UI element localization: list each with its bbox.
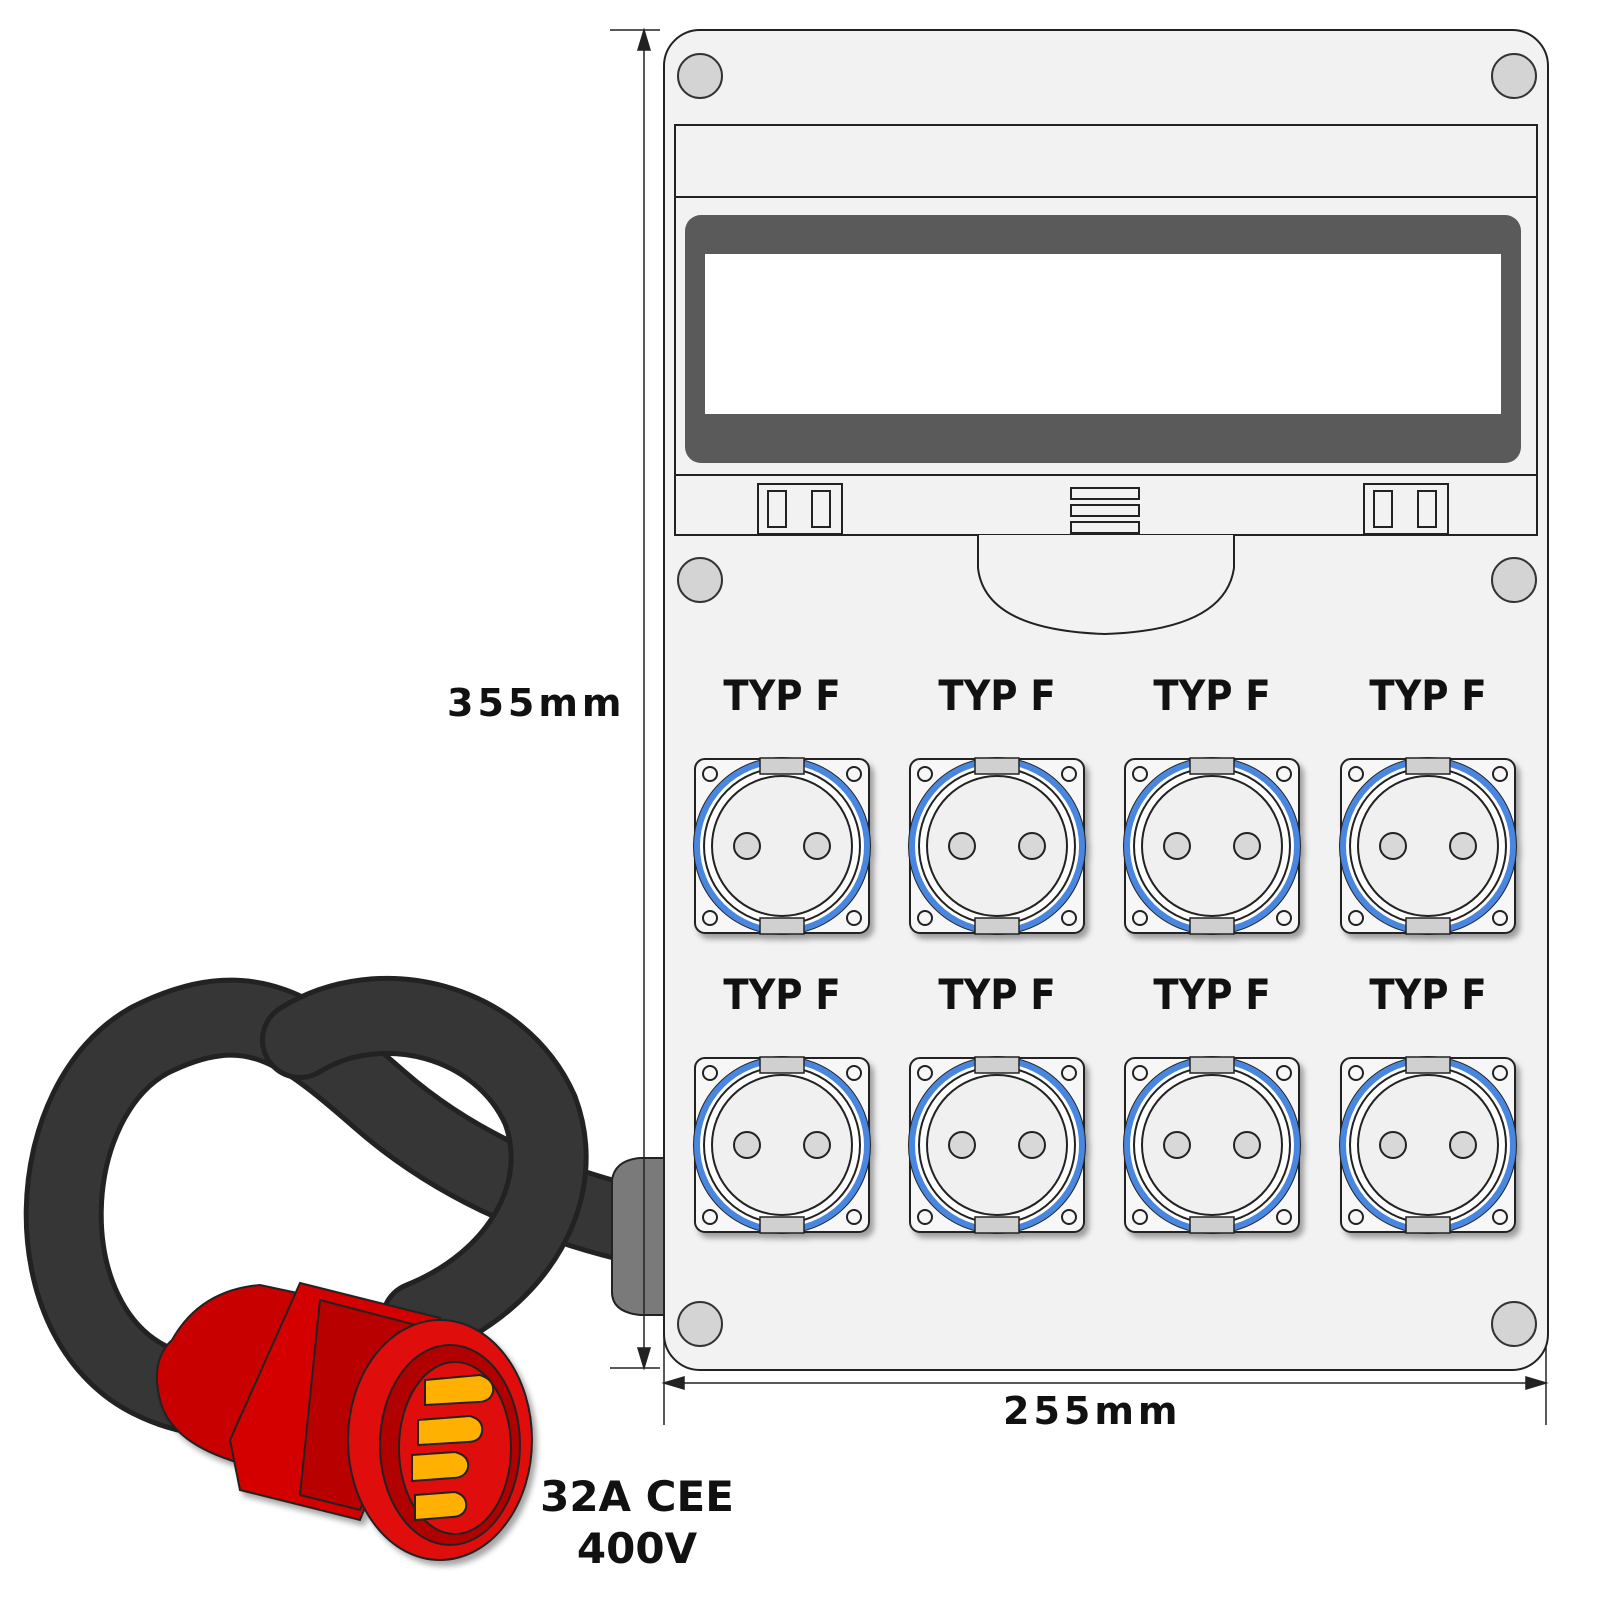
latch-right bbox=[1363, 483, 1449, 535]
socket-type-f bbox=[1123, 1056, 1301, 1234]
height-dimension-line bbox=[610, 27, 660, 1371]
plug-pins bbox=[411, 1373, 495, 1522]
screw bbox=[1491, 557, 1537, 603]
screw bbox=[677, 53, 723, 99]
enclosure bbox=[663, 29, 1549, 1371]
socket-type-f bbox=[908, 757, 1086, 935]
vent-slots bbox=[1070, 487, 1140, 534]
socket-type-f bbox=[1339, 1056, 1517, 1234]
latch-left bbox=[757, 483, 843, 535]
socket-type-label: TYP F bbox=[938, 671, 1056, 720]
height-label: 355mm bbox=[447, 681, 626, 725]
socket-type-f bbox=[693, 1056, 871, 1234]
socket-type-label: TYP F bbox=[1153, 970, 1271, 1019]
socket-type-f bbox=[693, 757, 871, 935]
cover-grip bbox=[977, 535, 1235, 636]
socket-type-label: TYP F bbox=[938, 970, 1056, 1019]
socket-type-f bbox=[1123, 757, 1301, 935]
plug-rating-label: 32A CEE bbox=[540, 1472, 734, 1521]
socket-type-label: TYP F bbox=[1369, 970, 1487, 1019]
socket-type-label: TYP F bbox=[1153, 671, 1271, 720]
cable-gland bbox=[611, 1157, 669, 1316]
sockets bbox=[693, 757, 1517, 1234]
socket-type-label: TYP F bbox=[723, 671, 841, 720]
socket-type-f bbox=[1339, 757, 1517, 935]
plug-voltage-label: 400V bbox=[576, 1524, 698, 1573]
cee-plug bbox=[155, 1281, 533, 1561]
screw bbox=[1491, 53, 1537, 99]
width-label: 255mm bbox=[1003, 1389, 1182, 1433]
socket-type-label: TYP F bbox=[1369, 671, 1487, 720]
socket-type-label: TYP F bbox=[723, 970, 841, 1019]
screw bbox=[1491, 1301, 1537, 1347]
screw bbox=[677, 557, 723, 603]
socket-type-f bbox=[908, 1056, 1086, 1234]
screw bbox=[677, 1301, 723, 1347]
